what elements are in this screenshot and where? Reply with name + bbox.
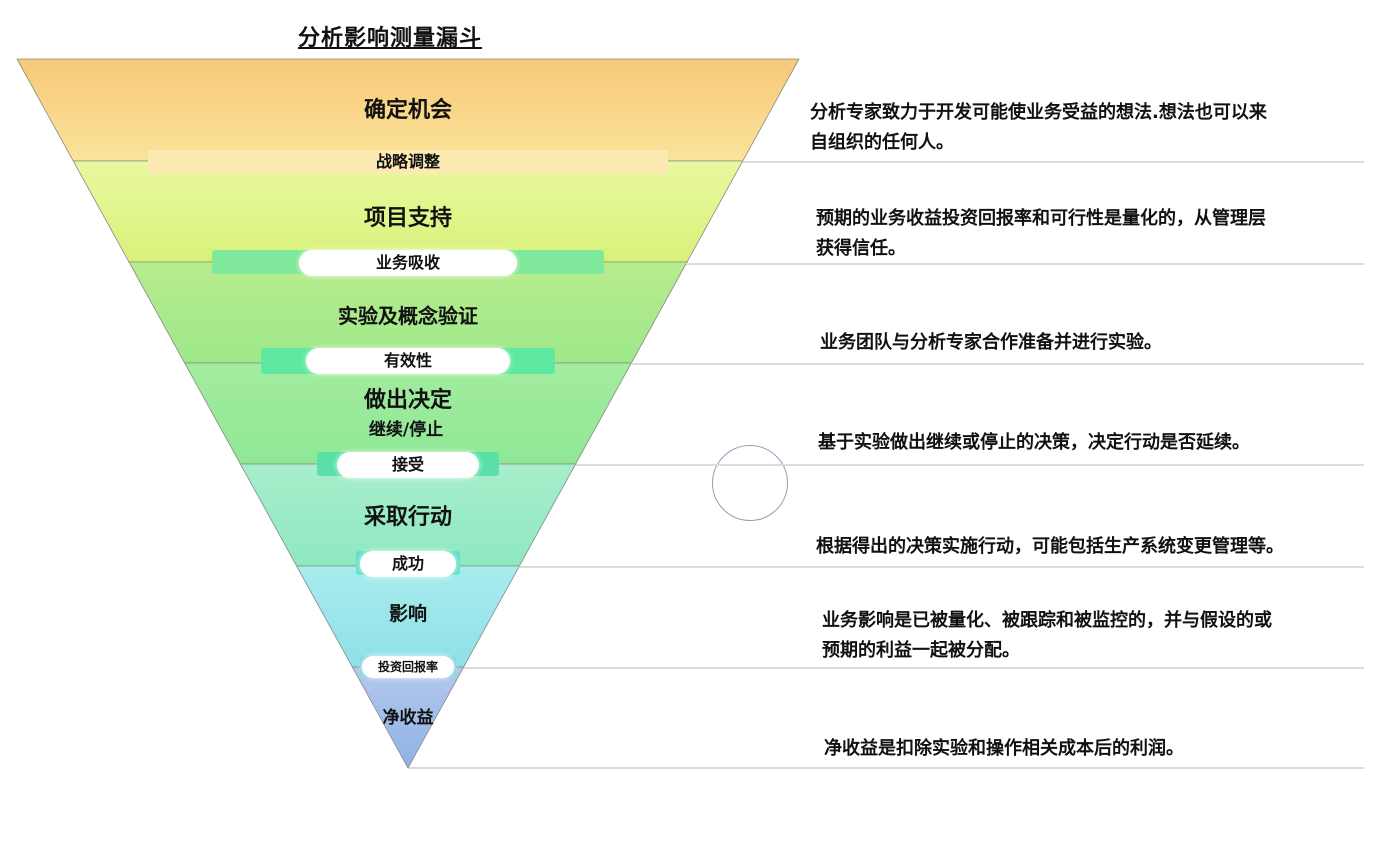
stage-divider-line <box>464 667 1364 669</box>
stage-label: 净收益 <box>382 708 434 728</box>
transition-pill: 业务吸收 <box>299 250 517 276</box>
stage-divider-line <box>576 464 1364 466</box>
stage-label: 确定机会 <box>363 98 453 123</box>
stage-description: 根据得出的决策实施行动，可能包括生产系统变更管理等。 <box>816 536 1284 557</box>
stage-label: 实验及概念验证 <box>338 304 478 328</box>
stage-description: 分析专家致力于开发可能使业务受益的想法.想法也可以来 自组织的任何人。 <box>810 102 1267 153</box>
transition-pill: 有效性 <box>306 348 510 374</box>
stage-label: 做出决定 <box>363 388 453 413</box>
stage-description: 预期的业务收益投资回报率和可行性是量化的，从管理层 获得信任。 <box>816 208 1266 259</box>
diagram-title: 分析影响测量漏斗 <box>298 26 483 51</box>
stage-divider-line <box>686 263 1364 265</box>
stage-description: 业务团队与分析专家合作准备并进行实验。 <box>820 332 1162 353</box>
stage-label: 影响 <box>388 603 428 625</box>
stage-divider-line <box>519 566 1364 568</box>
stage-description: 基于实验做出继续或停止的决策，决定行动是否延续。 <box>818 432 1250 453</box>
transition-pill: 战略调整 <box>148 150 668 174</box>
transition-pill: 投资回报率 <box>362 656 454 678</box>
stage-label: 采取行动 <box>363 505 453 530</box>
stage-description: 业务影响是已被量化、被跟踪和被监控的，并与假设的或 预期的利益一起被分配。 <box>822 610 1272 661</box>
stage-description: 净收益是扣除实验和操作相关成本后的利润。 <box>824 738 1184 759</box>
stage-divider-line <box>631 363 1364 365</box>
decorative-circle <box>712 445 788 521</box>
stage-divider-line <box>409 767 1364 769</box>
transition-pill: 接受 <box>337 452 479 478</box>
stage-label: 项目支持 <box>363 206 453 231</box>
transition-pill: 成功 <box>360 551 456 577</box>
stage-sublabel: 继续/停止 <box>368 420 444 440</box>
stage-divider-line <box>743 161 1364 163</box>
